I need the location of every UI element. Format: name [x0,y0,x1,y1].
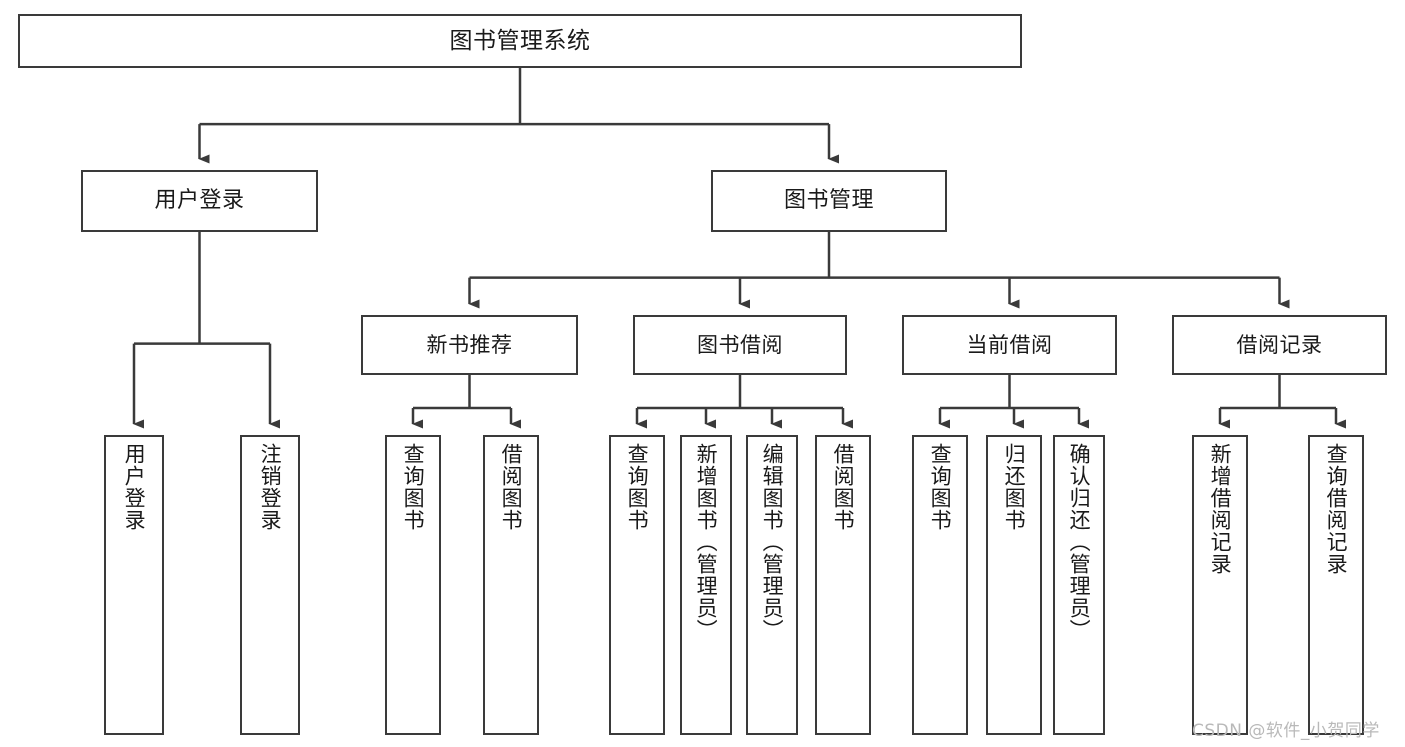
node-label: 用户登录 [122,443,147,531]
node-label: 归还图书 [1002,443,1027,531]
node-leaf-add-rec: 新增借阅记录 [1192,435,1248,735]
node-label: 借阅记录 [1236,332,1323,357]
node-label: 查询借阅记录 [1324,443,1349,575]
node-leaf-return: 归还图书 [986,435,1042,735]
node-label: 用户登录 [154,188,245,214]
node-label: 借阅图书 [499,443,524,531]
node-root: 图书管理系统 [18,14,1022,68]
node-leaf-query-1: 查询图书 [385,435,441,735]
node-leaf-edit-book: 编辑图书（管理员） [746,435,798,735]
node-new-book-rec: 新书推荐 [361,315,578,375]
node-label: 查询图书 [401,443,426,531]
node-user-login: 用户登录 [81,170,318,232]
node-label: 注销登录 [258,443,283,531]
node-label: 查询图书 [625,443,650,531]
node-label: 新增借阅记录 [1208,443,1233,575]
node-label: 图书管理 [783,188,874,214]
node-label: 图书借阅 [697,332,783,357]
node-label: 借阅图书 [831,443,856,531]
watermark: CSDN @软件_小贺同学 [1192,721,1380,741]
node-label: 图书管理系统 [449,27,591,54]
node-label: 编辑图书（管理员） [760,443,785,641]
node-book-borrow: 图书借阅 [633,315,847,375]
node-label: 当前借阅 [966,332,1053,357]
node-leaf-add-book: 新增图书（管理员） [680,435,732,735]
node-label: 查询图书 [928,443,953,531]
node-label: 新书推荐 [426,332,513,357]
node-current-borrow: 当前借阅 [902,315,1117,375]
node-leaf-confirm: 确认归还（管理员） [1053,435,1105,735]
node-borrow-record: 借阅记录 [1172,315,1387,375]
node-leaf-logout: 注销登录 [240,435,300,735]
node-leaf-query-2: 查询图书 [609,435,665,735]
node-leaf-borrow-1: 借阅图书 [483,435,539,735]
node-label: 新增图书（管理员） [694,443,719,641]
node-leaf-user-login: 用户登录 [104,435,164,735]
node-leaf-query-rec: 查询借阅记录 [1308,435,1364,735]
node-label: 确认归还（管理员） [1067,443,1092,641]
node-book-manage: 图书管理 [711,170,947,232]
node-leaf-query-3: 查询图书 [912,435,968,735]
node-leaf-borrow-2: 借阅图书 [815,435,871,735]
